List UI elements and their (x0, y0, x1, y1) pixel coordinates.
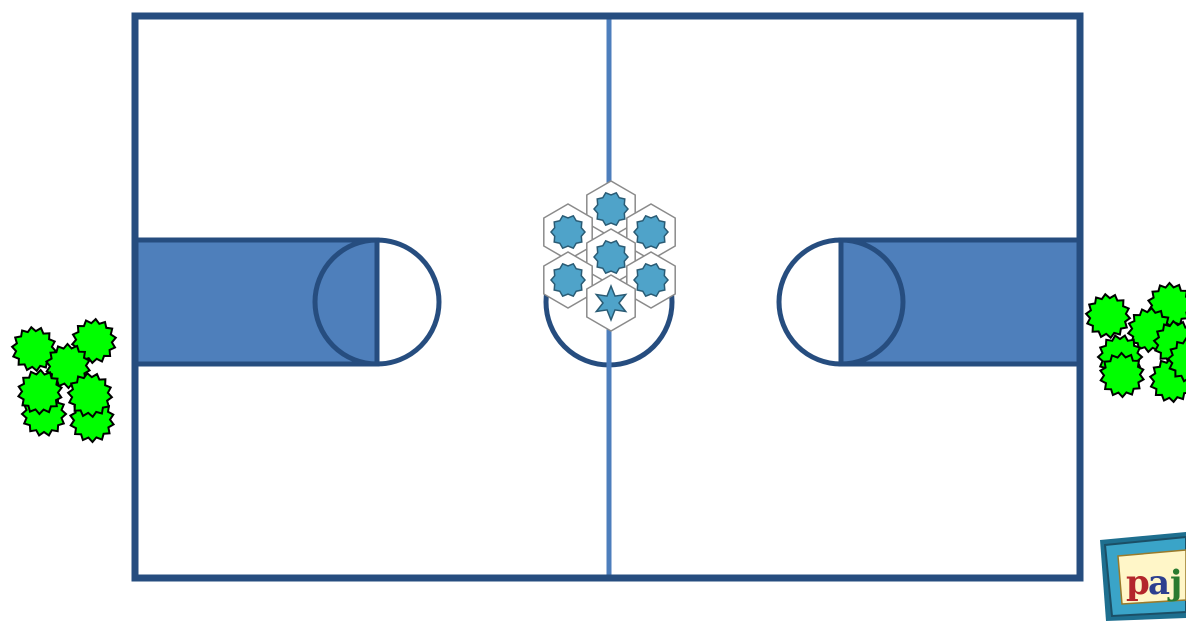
logo-letter-3: j (1167, 563, 1182, 603)
paj-logo: p a j (1100, 532, 1186, 621)
left-token-group (12, 319, 116, 442)
logo-letter-1: p (1126, 563, 1150, 603)
logo-letter-2: a (1148, 563, 1170, 603)
right-green-token (1086, 294, 1130, 338)
right-token-group (1086, 283, 1186, 402)
